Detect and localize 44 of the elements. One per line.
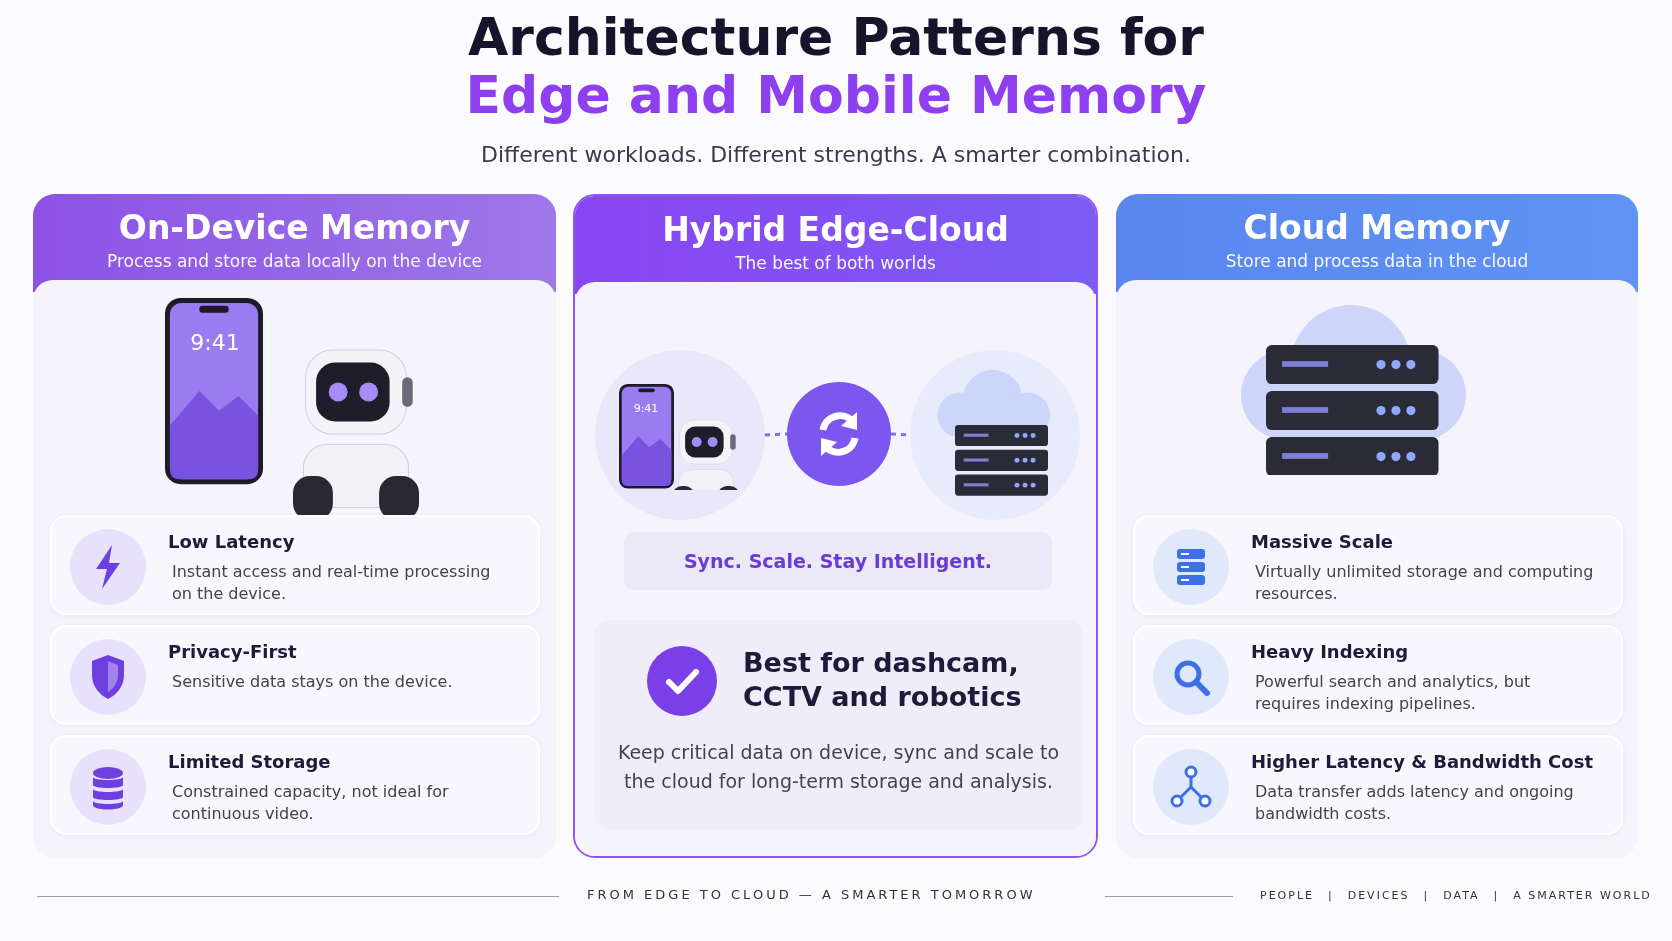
footer-tagline: FROM EDGE TO CLOUD — A SMARTER TOMORROW [587,887,1036,902]
feature-card [50,735,540,835]
feature-card [1133,735,1623,835]
footer-text: DEVICES [1347,889,1410,902]
column-panel [1116,194,1638,858]
card-description: Virtually unlimited storage and computing resources. [1255,561,1595,605]
feature-card [50,625,540,725]
phone-and-robot-drawing: 9:41 [153,290,423,515]
tagline-text: Sync. Scale. Stay Intelligent. [683,550,993,572]
panel-title: Hybrid Edge-Cloud [661,210,1010,249]
card-heading: Higher Latency & Bandwidth Cost [1251,751,1593,772]
card-description: Instant access and real-time processing on the device. [172,561,492,605]
card-heading: Privacy-First [168,641,297,662]
column-panel [573,194,1098,858]
subtitle: Different workloads. Different strengths. A smarter combination. [480,142,1192,167]
feature-card [1133,625,1623,725]
card-heading: Low Latency [168,531,295,552]
panel-title: Cloud Memory [1242,208,1512,247]
recommendation-heading: Best for dashcam, CCTV and robotics [743,646,1023,714]
recommendation-text: Keep critical data on device, sync and scale to the cloud for long-term storage and analysis. [616,740,1061,794]
card-heading: Heavy Indexing [1251,641,1409,662]
recommendation-box [595,620,1082,830]
panel-title: On-Device Memory [117,208,472,247]
dotted-connector [764,432,788,437]
title: Architecture Patterns for Edge and Mobile Memory [464,8,1208,124]
footer-text: | [1493,889,1500,902]
card-heading: Massive Scale [1251,531,1394,552]
card-description: Sensitive data stays on the device. [172,671,454,693]
card-description: Powerful search and analytics, but requires indexing pipelines. [1255,671,1532,715]
panel-subtitle: Store and process data in the cloud [1224,251,1530,271]
footer-text: | [1327,889,1334,902]
card-description: Data transfer adds latency and ongoing bandwidth costs. [1255,781,1575,825]
footer-text: PEOPLE [1260,889,1314,902]
column-panel [33,194,556,858]
panel-subtitle: Process and store data locally on the device [106,251,483,271]
phone-and-robot-drawing: 9:41 [615,380,755,490]
footer-text: DATA [1443,889,1480,902]
feature-card [50,515,540,615]
panel-subtitle: The best of both worlds [734,253,937,273]
feature-card [1133,515,1623,615]
card-heading: Limited Storage [168,751,331,772]
footer-text: | [1423,889,1430,902]
footer-text: A SMARTER WORLD [1513,889,1652,902]
card-description: Constrained capacity, not ideal for continuous video. [172,781,450,825]
